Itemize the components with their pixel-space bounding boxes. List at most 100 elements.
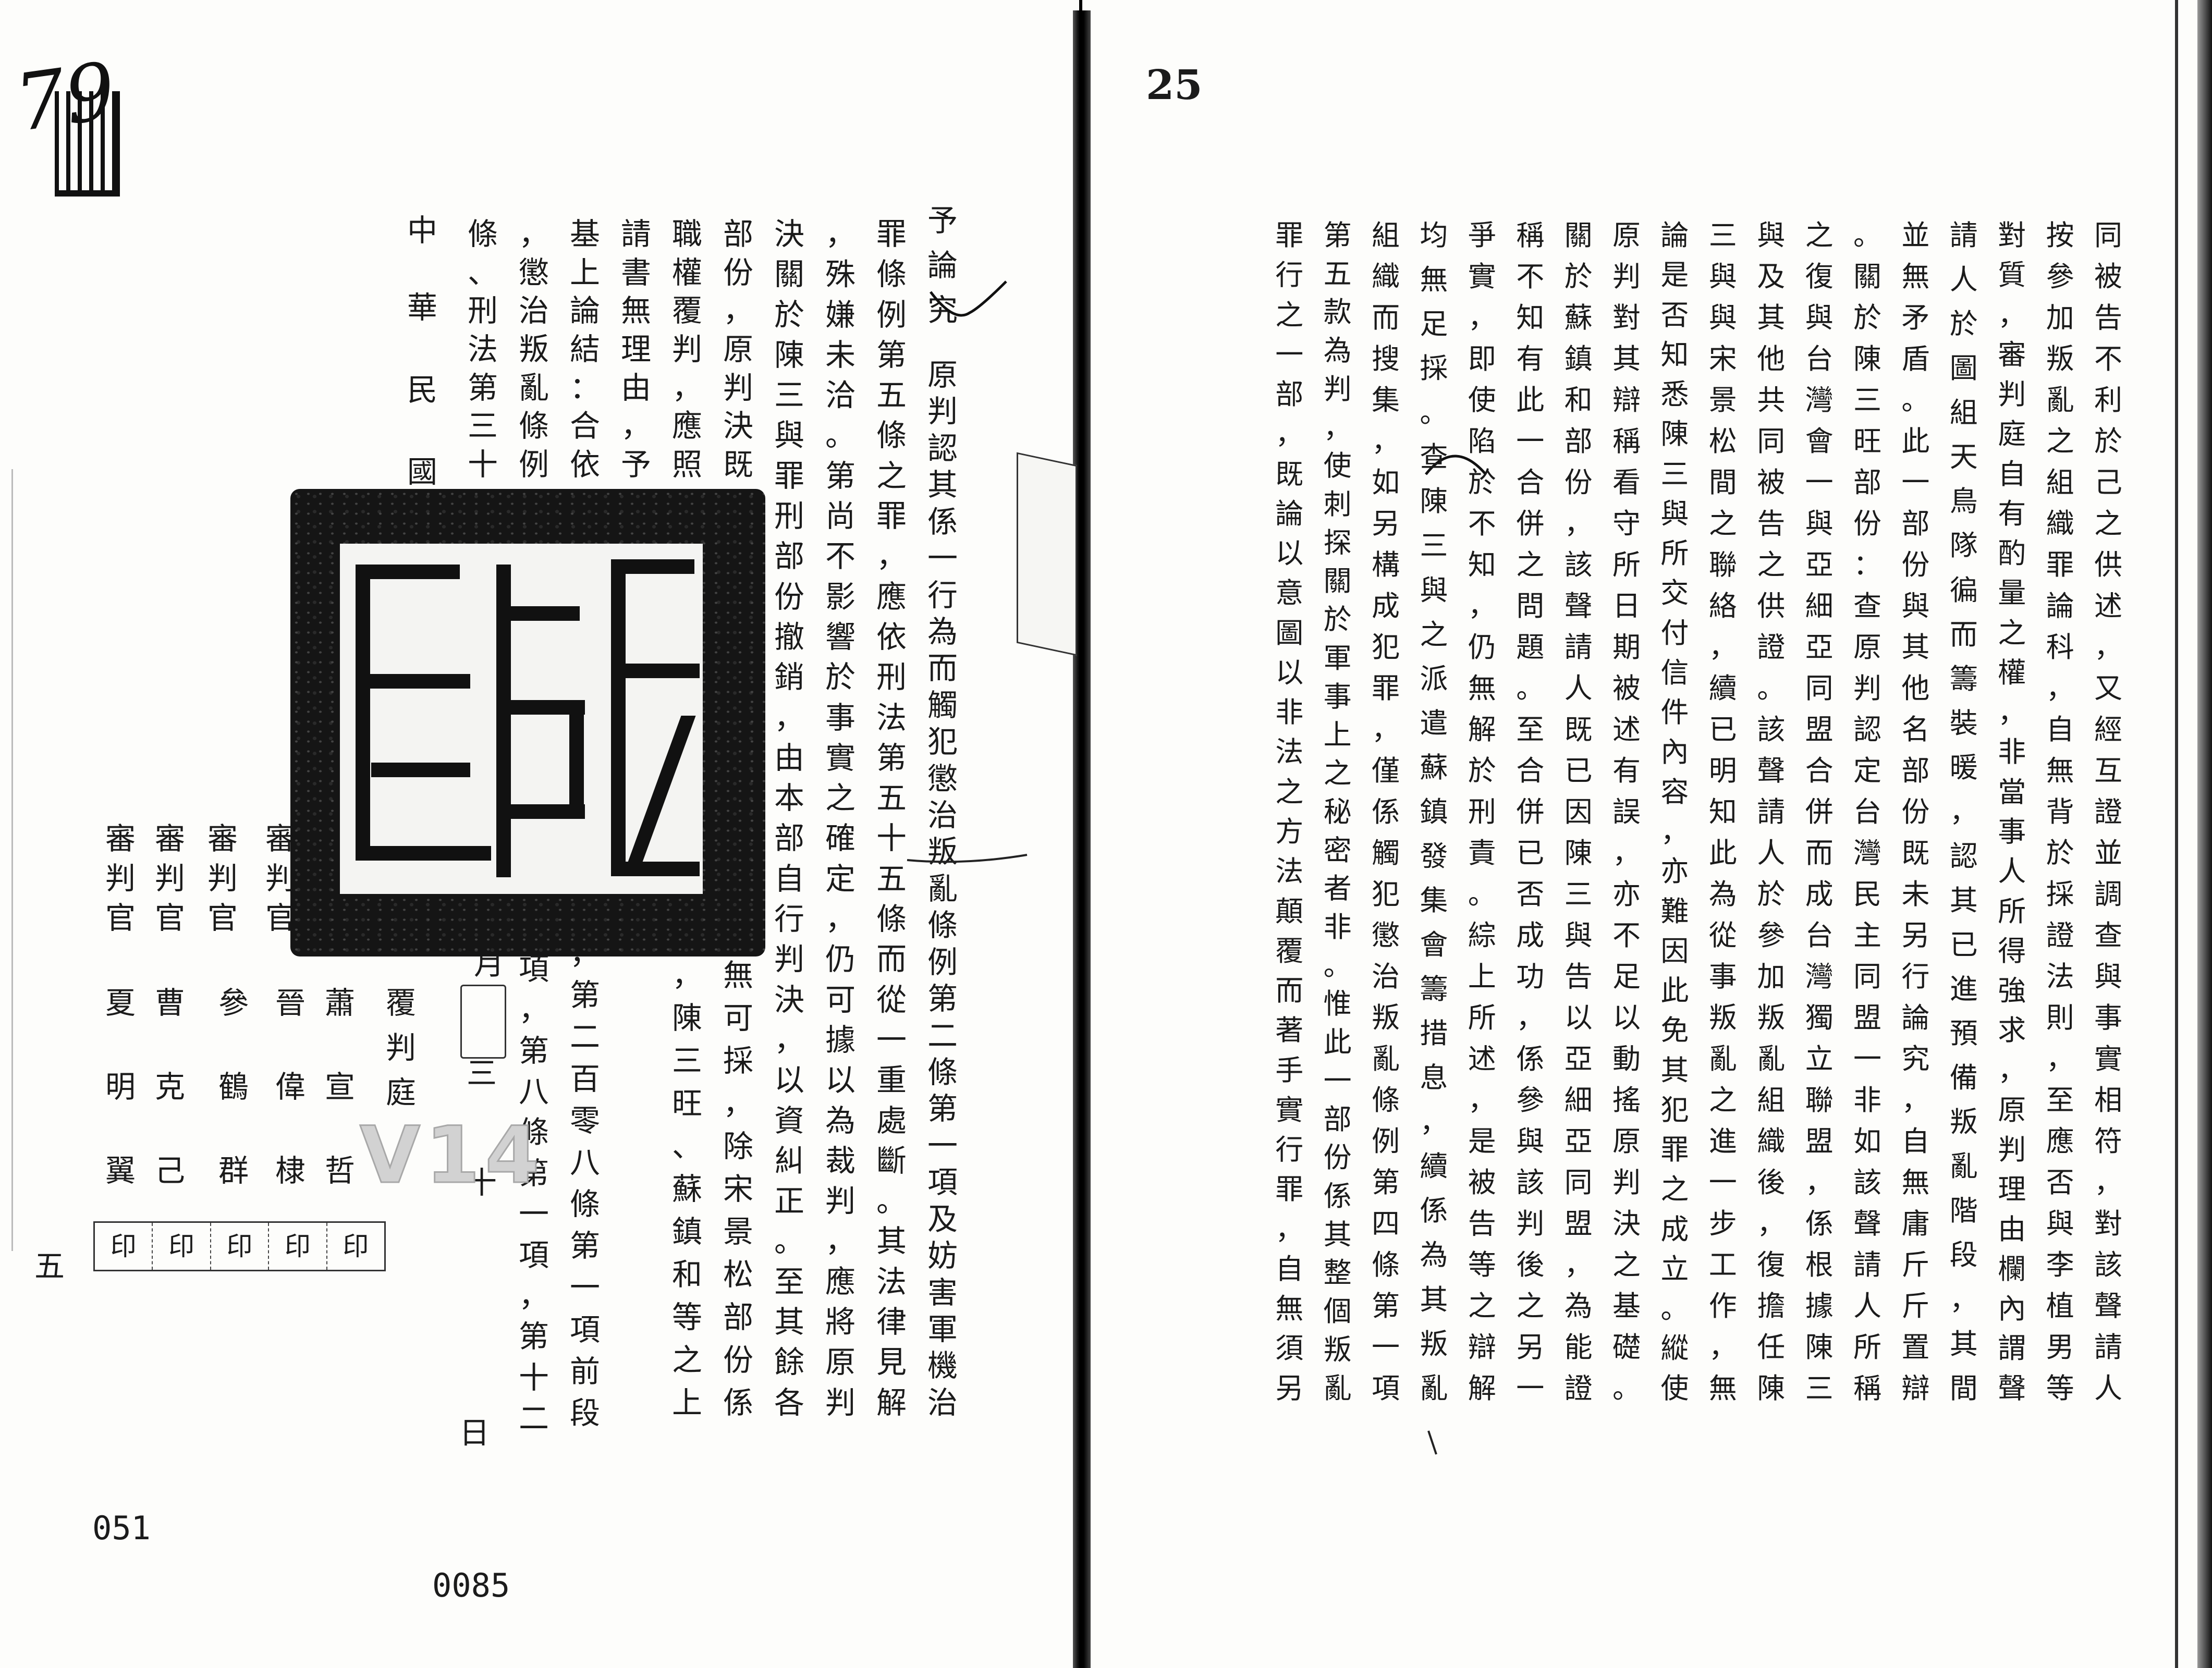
text-char: 使: [1323, 449, 1352, 483]
text-char: 判: [671, 331, 702, 367]
text-char: 例: [927, 944, 958, 980]
personal-seal-stamp: [460, 985, 506, 1059]
text-char: 各: [774, 1384, 804, 1420]
text-char: 免: [1660, 1014, 1689, 1047]
text-char: 條: [876, 901, 907, 937]
text-char: 遣: [1420, 706, 1448, 740]
text-char: 台: [1805, 919, 1834, 952]
text-column: 爭實，即使陷於不知，仍無解於刑責。綜上所述，是被告等之辯解: [1464, 222, 1500, 1405]
text-char: 相: [2094, 1084, 2122, 1117]
text-char: 審: [154, 821, 185, 856]
text-char: 其: [1949, 884, 1978, 917]
text-char: 後: [1516, 1248, 1545, 1281]
text-char: 自: [1901, 1125, 1930, 1158]
text-char: 強: [1998, 974, 2026, 1008]
text-char: 從: [876, 982, 907, 1017]
text-char: 非: [1323, 910, 1352, 943]
text-char: 從: [1708, 919, 1737, 952]
text-char: 第: [876, 337, 907, 373]
text-char: 告: [2094, 301, 2122, 334]
date-era-char: 國: [407, 454, 437, 489]
text-char: 為: [1564, 1290, 1593, 1322]
text-char: 另: [1372, 507, 1400, 540]
text-char: 名: [1901, 713, 1930, 746]
text-char: 治: [518, 293, 549, 329]
text-char: 亦: [1612, 878, 1641, 911]
text-char: 人: [2094, 1372, 2122, 1405]
text-char: 解: [1468, 1372, 1496, 1405]
text-char: 宋: [1708, 342, 1737, 375]
text-char: 宋: [723, 1171, 753, 1207]
text-char: 五: [876, 861, 907, 897]
seal-slot: 印: [95, 1223, 153, 1270]
text-char: 第: [876, 740, 907, 776]
text-char: 究: [927, 292, 958, 328]
text-char: 糾: [774, 1143, 804, 1179]
text-char: 此: [1660, 974, 1689, 1008]
text-char: 一: [1516, 1372, 1545, 1405]
text-char: 據: [1805, 1290, 1834, 1322]
date-day-char: 三: [466, 1056, 497, 1091]
text-char: 證: [1757, 631, 1786, 664]
text-char: 。: [774, 1223, 804, 1259]
text-char: 細: [1564, 1084, 1593, 1117]
text-column: 罪行之一部，既論以意圖以非法之方法顛覆而著手實行罪，自無須另: [1271, 222, 1307, 1405]
text-char: 與: [1516, 1125, 1545, 1158]
text-char: 三: [1660, 457, 1689, 490]
text-char: 被: [2094, 260, 2122, 293]
text-char: 律: [876, 1304, 907, 1340]
text-char: 治: [927, 798, 958, 833]
text-char: 人: [1564, 672, 1593, 705]
text-column: ，懲治叛亂條例: [516, 219, 552, 480]
text-char: 密: [1323, 833, 1352, 867]
text-char: 蘇: [1564, 301, 1593, 334]
text-char: 以: [774, 1062, 804, 1098]
text-char: 之: [876, 458, 907, 494]
text-char: 聲: [1564, 590, 1593, 622]
text-char: 官: [207, 900, 238, 936]
text-char: 稱: [1612, 425, 1641, 458]
text-char: 對: [1612, 301, 1641, 334]
text-char: 判: [723, 370, 753, 406]
text-char: 復: [1805, 260, 1834, 293]
seal-slot: 印: [153, 1223, 211, 1270]
text-char: 罪: [876, 216, 907, 252]
text-char: 獨: [1805, 1001, 1834, 1034]
text-char: 克: [154, 1069, 185, 1105]
text-char: 查: [1853, 590, 1881, 622]
text-char: ，: [1998, 298, 2026, 332]
text-char: 功: [1516, 960, 1545, 993]
text-char: 之: [1708, 1084, 1737, 1117]
text-char: 發: [1420, 839, 1448, 873]
text-char: 於: [1949, 308, 1978, 341]
text-char: 該: [1516, 1166, 1545, 1199]
text-char: 至: [774, 1264, 804, 1299]
text-char: 步: [1708, 1207, 1737, 1240]
text-char: 知: [1468, 548, 1496, 581]
text-char: 參: [1757, 919, 1786, 952]
text-char: 庭: [1998, 418, 2026, 451]
text-char: 原: [1612, 1125, 1641, 1158]
text-char: 懲: [1372, 919, 1400, 952]
text-char: 集: [1372, 384, 1400, 416]
text-char: 鎮: [1564, 342, 1593, 375]
text-char: 斤: [1901, 1248, 1930, 1281]
text-char: 論: [1660, 219, 1689, 252]
text-char: 酌: [1998, 537, 2026, 570]
seal-slot: 印: [343, 1231, 369, 1261]
seal-slot: 印: [211, 1223, 270, 1270]
text-char: ，: [1420, 1106, 1448, 1139]
text-char: 辯: [1612, 384, 1641, 416]
text-char: 審: [207, 821, 238, 856]
text-char: 該: [1853, 1166, 1881, 1199]
text-char: 條: [876, 256, 907, 292]
text-char: 自: [1998, 457, 2026, 490]
text-char: 非: [1275, 696, 1304, 729]
text-char: 觸: [1372, 837, 1400, 869]
text-char: 判: [1853, 672, 1881, 705]
text-char: 其: [1901, 631, 1930, 664]
text-char: 而: [1805, 837, 1834, 869]
text-char: 續: [1708, 672, 1737, 705]
text-char: 背: [2046, 795, 2074, 828]
text-char: 被: [1757, 466, 1786, 499]
